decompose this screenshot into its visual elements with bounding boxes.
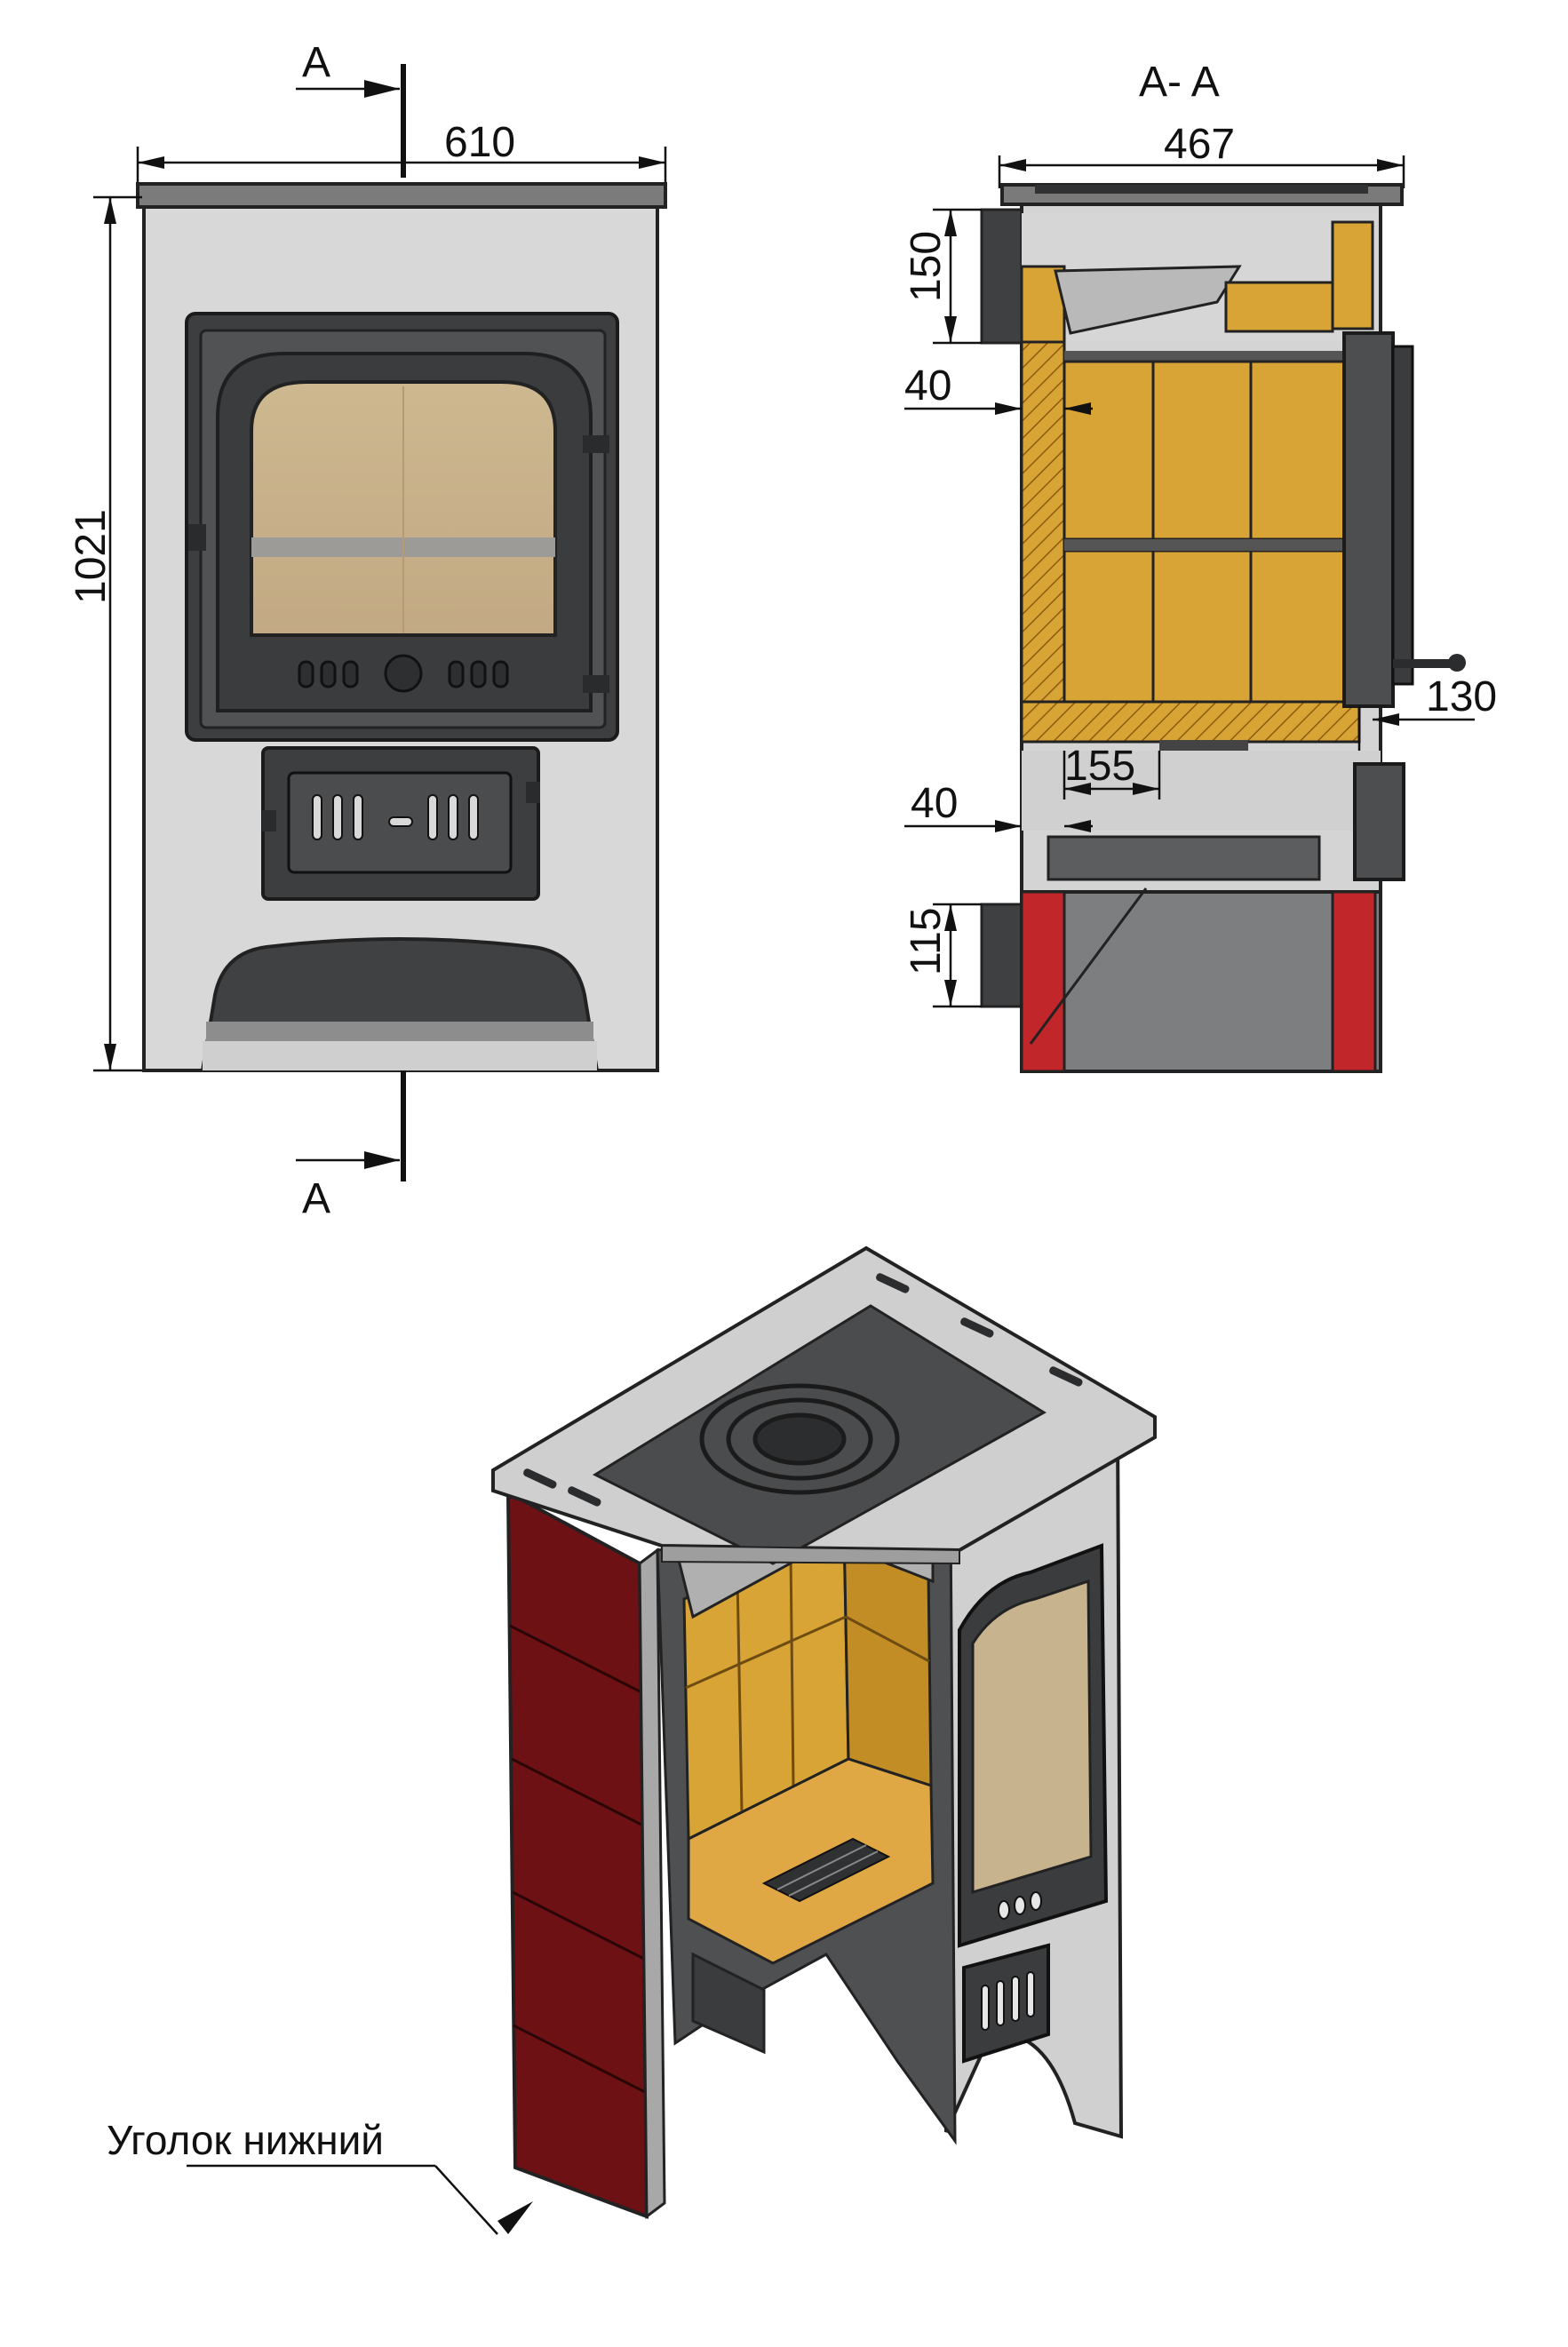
iso-grate [761,1837,891,1903]
base-section [1020,890,1382,1073]
fire-door [185,312,619,742]
section-mark-bottom: A [302,1175,330,1222]
dim-155: 155 [1064,743,1135,790]
dim-130: 130 [1426,673,1497,720]
iso-burner-rings [699,1383,900,1495]
red-tile-right [1331,890,1377,1073]
section-mark-top: A [302,39,330,86]
front-view: A A 610 1021 [68,39,667,1222]
iso-tiled-column [505,1489,649,2219]
callout-label: Уголок нижний [107,2117,384,2163]
height-dimension: 1021 [68,509,115,604]
dim-40-bottom: 40 [911,780,958,827]
ash-door [261,746,540,901]
section-view: A- A 467 [903,59,1497,1073]
dim-115: 115 [903,907,950,975]
firebox-lining [1020,340,1066,721]
top-plate-front [136,182,667,209]
red-tile-left [1020,890,1066,1073]
dim-150: 150 [903,231,950,302]
dim-40-top: 40 [904,362,951,410]
depth-dimension: 467 [1164,121,1235,168]
width-dimension: 610 [444,119,515,166]
iso-view: Уголок нижний [107,1245,1157,2235]
section-title: A- A [1139,59,1220,106]
air-vents [298,654,509,693]
